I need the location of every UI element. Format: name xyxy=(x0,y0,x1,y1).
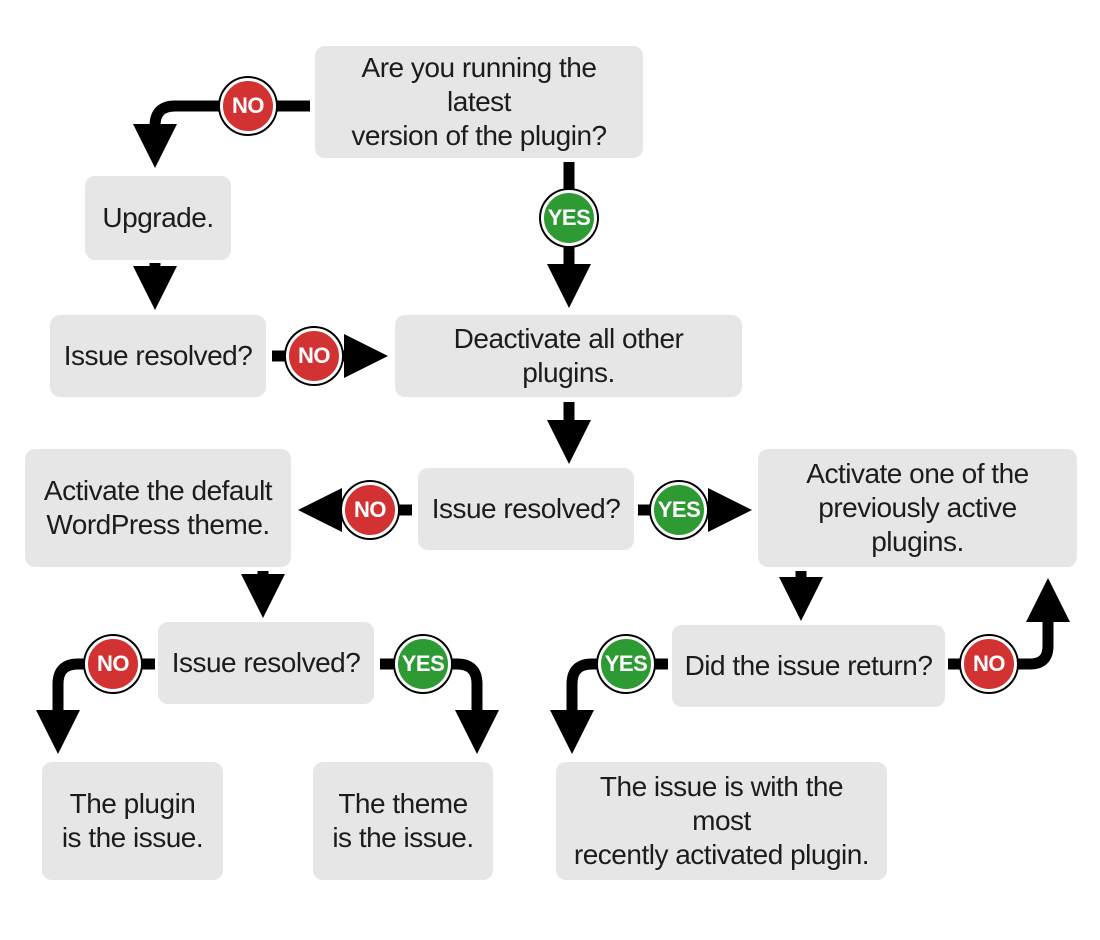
node-activate-default-theme: Activate the default WordPress theme. xyxy=(25,449,291,567)
node-latest-version: Are you running the latest version of th… xyxy=(315,46,643,158)
node-upgrade: Upgrade. xyxy=(85,176,231,260)
no-badge-deactivate-resolved: NO xyxy=(342,482,398,538)
no-badge-latest-label: NO xyxy=(232,93,265,118)
arrow-theme-resolved-yes-to-theme-issue xyxy=(380,658,499,754)
yes-badge-latest-label: YES xyxy=(547,205,591,230)
node-resolved-after-upgrade-text: Issue resolved? xyxy=(63,340,253,371)
yes-badge-latest: YES xyxy=(541,190,597,246)
yes-badge-theme-resolved: YES xyxy=(395,636,451,692)
node-deactivate-plugins-text: Deactivate all other plugins. xyxy=(453,323,684,388)
no-badge-theme-resolved: NO xyxy=(85,636,141,692)
node-activate-default-theme-text: Activate the default WordPress theme. xyxy=(43,475,273,540)
node-activate-one-plugin-text: Activate one of the previously active pl… xyxy=(806,458,1029,557)
arrow-return-yes-to-recent-plugin xyxy=(550,658,668,754)
node-plugin-is-issue-text: The plugin is the issue. xyxy=(61,788,204,853)
node-deactivate-plugins: Deactivate all other plugins. xyxy=(395,315,742,397)
node-issue-return: Did the issue return? xyxy=(672,625,945,707)
node-recent-plugin-issue: The issue is with the most recently acti… xyxy=(556,762,887,880)
no-badge-deactivate-resolved-label: NO xyxy=(354,497,387,522)
yes-badge-deactivate-resolved: YES xyxy=(651,482,707,538)
node-theme-is-issue: The theme is the issue. xyxy=(313,762,493,880)
node-latest-version-text: Are you running the latest version of th… xyxy=(351,52,607,151)
node-resolved-after-deactivate: Issue resolved? xyxy=(418,468,634,550)
node-resolved-after-deactivate-text: Issue resolved? xyxy=(431,493,621,524)
node-plugin-is-issue: The plugin is the issue. xyxy=(42,762,223,880)
no-badge-upgrade-resolved-label: NO xyxy=(298,343,331,368)
node-recent-plugin-issue-text: The issue is with the most recently acti… xyxy=(573,771,870,870)
yes-badge-theme-resolved-label: YES xyxy=(401,651,445,676)
node-activate-one-plugin: Activate one of the previously active pl… xyxy=(758,449,1077,567)
arrow-latest-no-to-upgrade xyxy=(133,100,310,168)
node-resolved-after-upgrade: Issue resolved? xyxy=(50,315,266,397)
no-badge-upgrade-resolved: NO xyxy=(286,328,342,384)
no-badge-latest: NO xyxy=(220,78,276,134)
node-resolved-after-theme-text: Issue resolved? xyxy=(171,647,361,678)
node-theme-is-issue-text: The theme is the issue. xyxy=(332,788,474,853)
no-badge-issue-return-label: NO xyxy=(973,651,1006,676)
yes-badge-issue-return: YES xyxy=(598,636,654,692)
no-badge-theme-resolved-label: NO xyxy=(97,651,130,676)
node-upgrade-text: Upgrade. xyxy=(102,202,214,233)
yes-badge-issue-return-label: YES xyxy=(604,651,648,676)
node-resolved-after-theme: Issue resolved? xyxy=(158,622,374,704)
arrow-return-no-loop-back xyxy=(948,578,1070,670)
node-issue-return-text: Did the issue return? xyxy=(684,650,933,681)
no-badge-issue-return: NO xyxy=(961,636,1017,692)
yes-badge-deactivate-resolved-label: YES xyxy=(657,497,701,522)
arrow-theme-resolved-no-to-plugin-issue xyxy=(36,658,155,754)
